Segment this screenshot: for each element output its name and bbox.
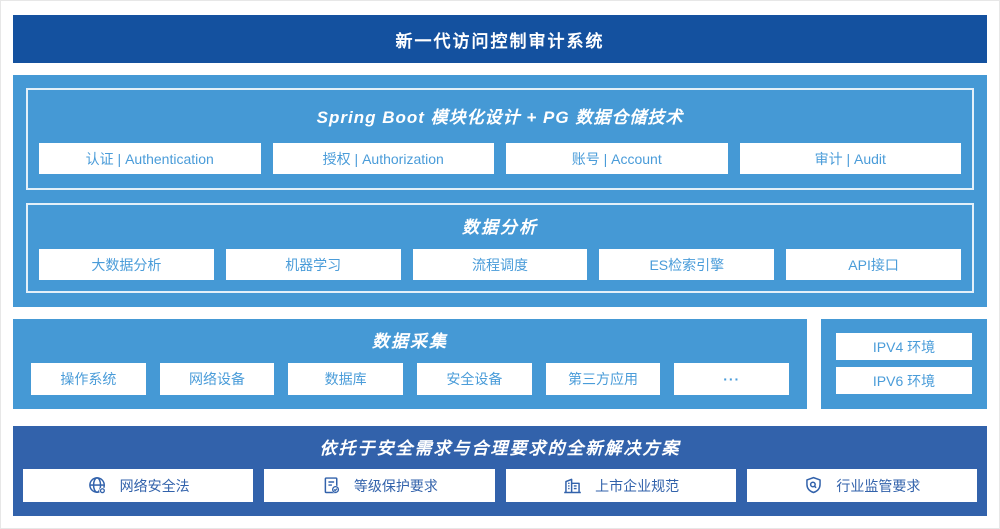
solution-item-cybersecurity-law: 网络安全法 <box>23 469 254 502</box>
env-box-ipv6: IPV6 环境 <box>836 367 972 394</box>
data-analysis-section: 数据分析 大数据分析 机器学习 流程调度 ES检索引擎 API接口 <box>26 203 974 293</box>
module-box-workflow-scheduling: 流程调度 <box>412 249 588 280</box>
solution-item-listed-company-standard: 上市企业规范 <box>505 469 736 502</box>
shield-search-icon <box>803 475 824 496</box>
solution-item-industry-regulation: 行业监管要求 <box>746 469 977 502</box>
data-analysis-title: 数据分析 <box>462 218 538 237</box>
source-box-third-party-app: 第三方应用 <box>545 363 661 395</box>
solution-item-label: 等级保护要求 <box>353 477 438 494</box>
platform-section: Spring Boot 模块化设计 + PG 数据仓储技术 认证 | Authe… <box>13 75 987 307</box>
page-title-banner: 新一代访问控制审计系统 <box>13 15 987 63</box>
module-box-authentication: 认证 | Authentication <box>39 143 261 174</box>
module-box-api: API接口 <box>786 249 961 280</box>
module-box-bigdata-analysis: 大数据分析 <box>39 249 214 280</box>
solution-item-label: 上市企业规范 <box>595 477 680 494</box>
source-box-security-device: 安全设备 <box>417 363 532 395</box>
environments-section: IPV4 环境 IPV6 环境 <box>821 319 987 409</box>
data-collection-title: 数据采集 <box>372 332 448 351</box>
solution-title: 依托于安全需求与合理要求的全新解决方案 <box>319 439 681 458</box>
source-box-operating-system: 操作系统 <box>31 363 146 395</box>
solution-items-row: 网络安全法 等级保护要求 <box>23 469 977 502</box>
source-box-database: 数据库 <box>288 363 404 395</box>
module-box-authorization: 授权 | Authorization <box>272 143 494 174</box>
module-box-machine-learning: 机器学习 <box>225 249 401 280</box>
module-box-account: 账号 | Account <box>506 143 728 174</box>
spring-boot-modules-row: 认证 | Authentication 授权 | Authorization 账… <box>28 143 972 174</box>
data-collection-sources-row: 操作系统 网络设备 数据库 安全设备 第三方应用 ··· <box>31 363 790 395</box>
source-box-network-device: 网络设备 <box>159 363 275 395</box>
solution-item-classified-protection: 等级保护要求 <box>264 469 495 502</box>
building-icon <box>562 475 583 496</box>
data-collection-section: 数据采集 操作系统 网络设备 数据库 安全设备 第三方应用 ··· <box>13 319 807 409</box>
page-title: 新一代访问控制审计系统 <box>395 31 605 51</box>
module-box-es-search-engine: ES检索引擎 <box>599 249 775 280</box>
source-box-ellipsis: ··· <box>674 363 790 395</box>
module-box-audit: 审计 | Audit <box>739 143 961 174</box>
solution-section: 依托于安全需求与合理要求的全新解决方案 网络安全法 <box>13 426 987 516</box>
spring-boot-section: Spring Boot 模块化设计 + PG 数据仓储技术 认证 | Authe… <box>26 88 974 190</box>
env-box-ipv4: IPV4 环境 <box>836 333 972 360</box>
solution-item-label: 网络安全法 <box>119 477 190 494</box>
solution-item-label: 行业监管要求 <box>836 477 921 494</box>
doc-check-icon <box>321 475 342 496</box>
data-analysis-modules-row: 大数据分析 机器学习 流程调度 ES检索引擎 API接口 <box>28 249 972 280</box>
spring-boot-title: Spring Boot 模块化设计 + PG 数据仓储技术 <box>316 108 684 127</box>
globe-icon <box>87 475 108 496</box>
middle-row: 数据采集 操作系统 网络设备 数据库 安全设备 第三方应用 ··· IPV4 环… <box>13 319 987 409</box>
